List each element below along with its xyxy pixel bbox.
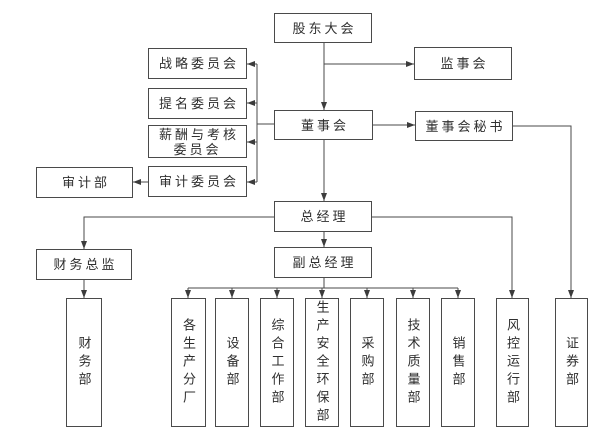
node-nomination-committee: 提名委员会 bbox=[148, 88, 247, 119]
node-financial-director: 财务总监 bbox=[36, 249, 132, 280]
node-production-safety-environment-department: 生产安全环保部 bbox=[305, 298, 339, 427]
node-general-work-department: 综合工作部 bbox=[260, 298, 294, 427]
node-audit-department: 审计部 bbox=[36, 167, 133, 198]
node-sales-department: 销售部 bbox=[441, 298, 475, 427]
node-shareholders-meeting: 股东大会 bbox=[274, 13, 372, 43]
node-deputy-general-manager: 副总经理 bbox=[274, 247, 372, 278]
node-securities-department: 证券部 bbox=[555, 298, 588, 427]
node-supervisory-board: 监事会 bbox=[414, 47, 512, 80]
node-remuneration-appraisal-committee: 薪酬与考核委员会 bbox=[148, 125, 247, 158]
node-production-plants: 各生产分厂 bbox=[171, 298, 206, 427]
node-board-secretary: 董事会秘书 bbox=[415, 111, 513, 141]
node-risk-control-operation-department: 风控运行部 bbox=[496, 298, 529, 427]
node-strategy-committee: 战略委员会 bbox=[148, 48, 247, 79]
node-finance-department: 财务部 bbox=[66, 298, 102, 427]
node-board-of-directors: 董事会 bbox=[274, 110, 373, 140]
node-equipment-department: 设备部 bbox=[215, 298, 249, 427]
node-general-manager: 总经理 bbox=[274, 201, 372, 232]
node-audit-committee: 审计委员会 bbox=[148, 166, 247, 197]
node-technical-quality-department: 技术质量部 bbox=[396, 298, 430, 427]
node-procurement-department: 采购部 bbox=[350, 298, 384, 427]
